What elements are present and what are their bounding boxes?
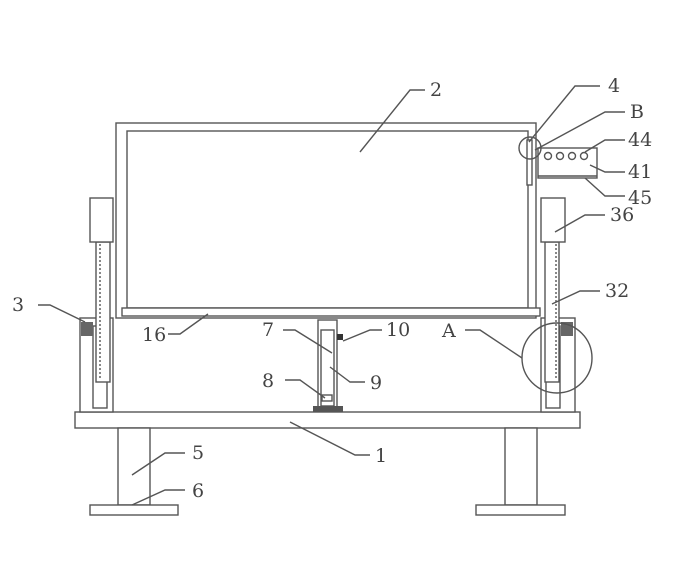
- box-41: [526, 139, 598, 186]
- label-36: 36: [610, 204, 634, 226]
- label-45: 45: [628, 187, 652, 209]
- knob-10: [337, 334, 343, 340]
- label-16: 16: [142, 324, 166, 346]
- ledge-16: [121, 307, 541, 317]
- leader-lines: [38, 85, 625, 506]
- label-8: 8: [262, 370, 274, 392]
- label-4: 4: [608, 75, 620, 97]
- part-4: [526, 139, 533, 186]
- label-6: 6: [192, 480, 204, 502]
- label-7: 7: [262, 319, 274, 341]
- label-44: 44: [628, 129, 652, 151]
- board-2: [115, 122, 541, 319]
- lift-column-left: [79, 197, 114, 413]
- foot-6: [89, 504, 179, 516]
- label-2: 2: [430, 79, 442, 101]
- lift-column-right: [540, 197, 576, 413]
- label-B: B: [630, 101, 644, 123]
- support-post: [313, 319, 343, 412]
- label-32: 32: [605, 280, 629, 302]
- label-5: 5: [192, 442, 204, 464]
- label-9: 9: [370, 372, 382, 394]
- base-plate-1: [74, 411, 581, 429]
- leg-left: [89, 427, 179, 516]
- label-A: A: [441, 320, 456, 342]
- label-41: 41: [628, 161, 652, 183]
- label-10: 10: [386, 319, 410, 341]
- label-3: 3: [12, 294, 24, 316]
- gear-left: [81, 322, 93, 336]
- detail-circle-B: [518, 136, 542, 160]
- leg-right: [475, 427, 566, 516]
- label-1: 1: [375, 445, 387, 467]
